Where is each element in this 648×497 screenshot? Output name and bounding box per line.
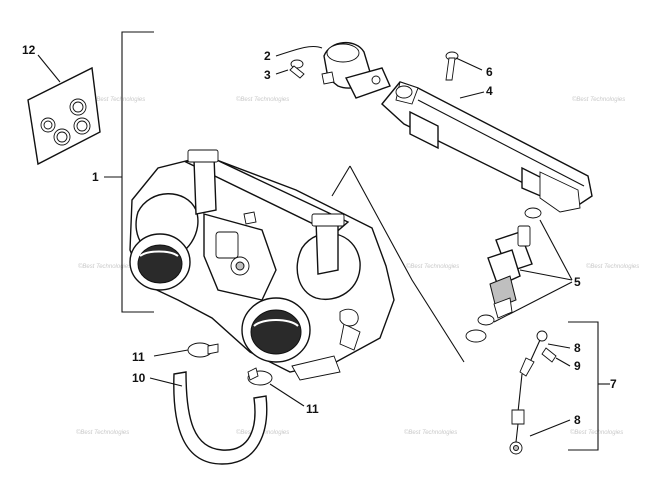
assembly-bracket bbox=[121, 31, 154, 313]
hose-clamp-upper bbox=[187, 342, 219, 358]
leader-line bbox=[455, 57, 483, 71]
leader-line bbox=[349, 165, 465, 363]
ground-wire bbox=[509, 330, 557, 455]
leader-line bbox=[275, 69, 289, 75]
fuel-injector bbox=[465, 207, 542, 343]
callout-7: 7 bbox=[610, 377, 617, 391]
leader-line bbox=[555, 357, 571, 367]
callout-3: 3 bbox=[264, 68, 271, 82]
callout-4: 4 bbox=[486, 84, 493, 98]
pressure-regulator bbox=[321, 42, 391, 99]
callout-10: 10 bbox=[132, 371, 146, 385]
callout-1: 1 bbox=[92, 170, 99, 184]
leader-line bbox=[269, 383, 305, 407]
leader-line bbox=[459, 91, 485, 99]
watermark: ©Best Technologies bbox=[92, 96, 145, 103]
fuel-rail bbox=[381, 81, 593, 213]
leader-line bbox=[149, 377, 183, 387]
leader-line bbox=[547, 343, 571, 349]
watermark: ©Best Technologies bbox=[76, 429, 129, 436]
watermark: ©Best Technologies bbox=[572, 96, 625, 103]
oring-kit-card bbox=[27, 66, 101, 166]
leader-line bbox=[539, 219, 573, 281]
fuel-rail-bolt bbox=[445, 51, 459, 81]
callout-6: 6 bbox=[486, 65, 493, 79]
watermark: ©Best Technologies bbox=[586, 263, 639, 270]
throttle-body-assembly bbox=[129, 149, 395, 381]
leader-line bbox=[331, 165, 351, 197]
callout-11-right: 11 bbox=[306, 402, 319, 416]
hose-clamp-lower bbox=[247, 367, 273, 386]
callout-11-left: 11 bbox=[132, 350, 145, 364]
watermark: ©Best Technologies bbox=[404, 429, 457, 436]
watermark: ©Best Technologies bbox=[406, 263, 459, 270]
leader-line bbox=[37, 54, 61, 83]
callout-9: 9 bbox=[574, 359, 581, 373]
vacuum-hose bbox=[173, 371, 268, 465]
callout-8-top: 8 bbox=[574, 341, 581, 355]
watermark: ©Best Technologies bbox=[570, 429, 623, 436]
leader-line bbox=[529, 419, 571, 437]
callout-2: 2 bbox=[264, 49, 271, 63]
watermark: ©Best Technologies bbox=[78, 263, 131, 270]
leader-line bbox=[153, 349, 189, 357]
leader-line bbox=[493, 281, 573, 323]
callout-5: 5 bbox=[574, 275, 581, 289]
watermark: ©Best Technologies bbox=[236, 96, 289, 103]
leader-line bbox=[275, 45, 323, 57]
regulator-screw bbox=[289, 59, 305, 79]
callout-12: 12 bbox=[22, 43, 36, 57]
callout-8-bottom: 8 bbox=[574, 413, 581, 427]
harness-bracket bbox=[568, 321, 599, 451]
leader-line bbox=[519, 269, 573, 281]
